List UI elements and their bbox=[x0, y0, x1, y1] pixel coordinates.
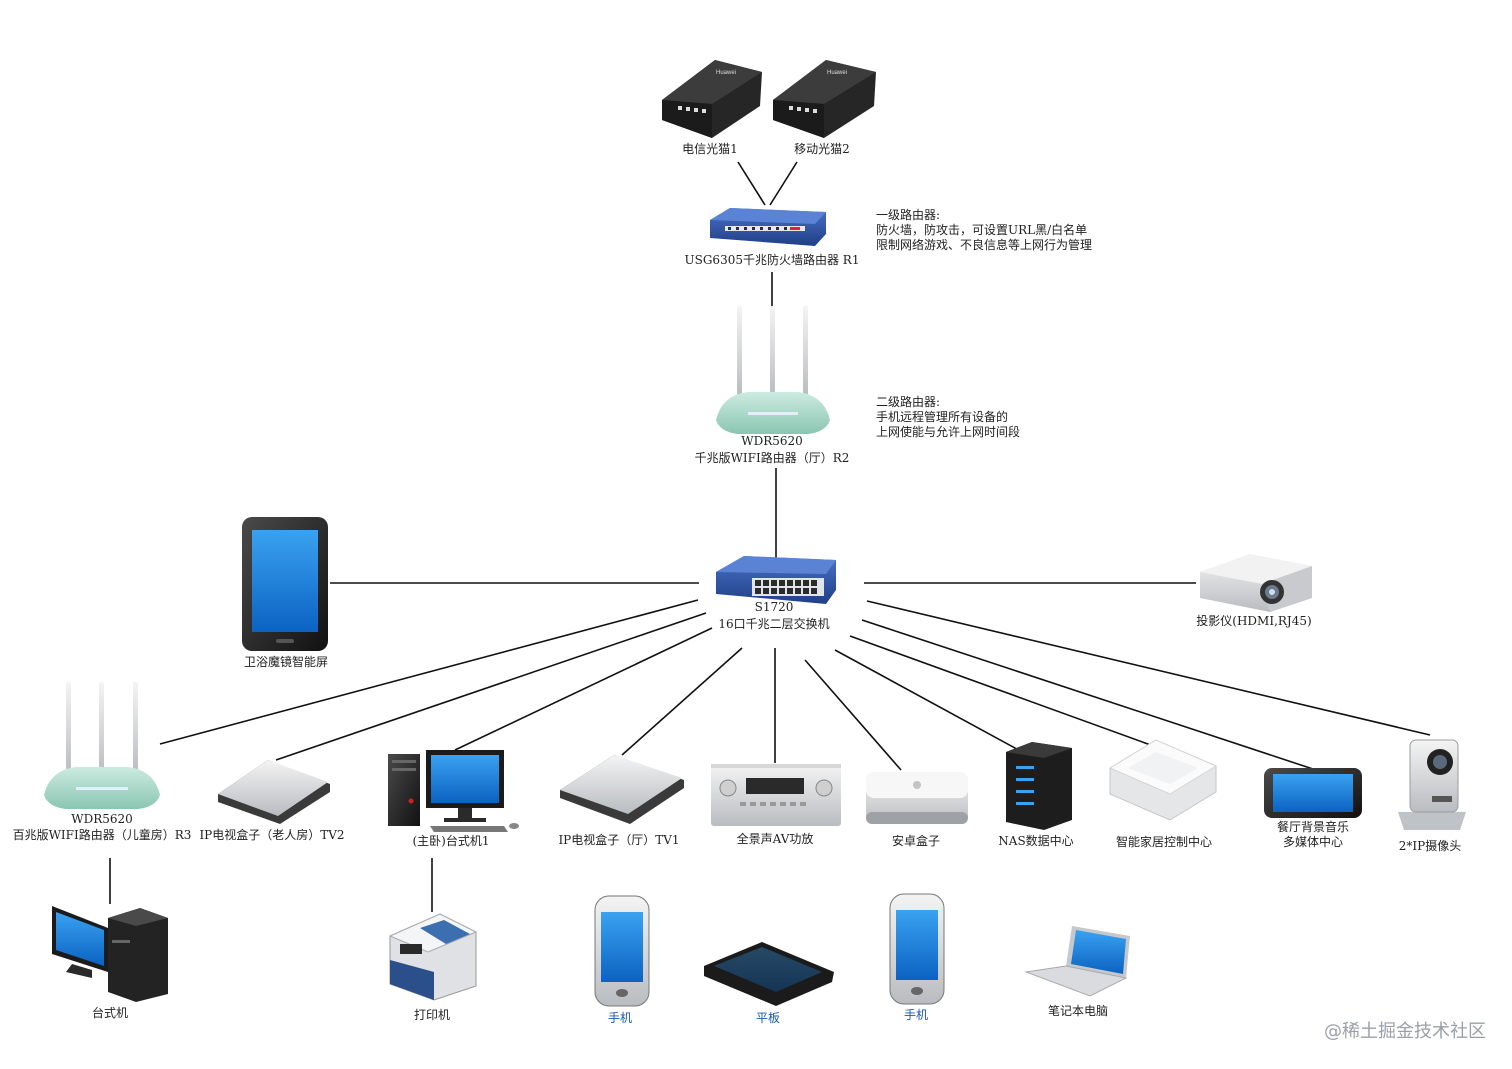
r1-note-line2: 限制网络游戏、不良信息等上网行为管理 bbox=[876, 238, 1093, 252]
svg-text:Huawei: Huawei bbox=[716, 70, 736, 76]
router-r1-label: USG6305千兆防火墙路由器 R1 bbox=[684, 253, 860, 267]
ip-camera-label: 2*IP摄像头 bbox=[1398, 839, 1462, 853]
link-switch-media bbox=[861, 619, 1317, 771]
connection-lines bbox=[109, 161, 1431, 912]
phone-2-icon[interactable] bbox=[889, 893, 945, 1005]
link-modem1-r1 bbox=[737, 161, 766, 206]
link-switch-tv2 bbox=[275, 612, 707, 761]
r2-note-line2: 上网使能与允许上网时间段 bbox=[876, 425, 1021, 439]
modem1-label: 电信光猫1 bbox=[682, 142, 738, 156]
link-switch-smarthome bbox=[849, 635, 1171, 753]
link-switch-desktop1 bbox=[454, 627, 713, 751]
r2-note-title: 二级路由器: bbox=[876, 395, 941, 409]
phone-1-icon[interactable] bbox=[594, 895, 650, 1007]
android-box-label: 安卓盒子 bbox=[891, 834, 940, 848]
projector-icon[interactable] bbox=[1200, 554, 1312, 612]
router-r2-name-label: 千兆版WIFI路由器（厅）R2 bbox=[694, 451, 850, 465]
link-switch-nas bbox=[834, 649, 1038, 761]
link-switch-androidbox bbox=[804, 659, 902, 771]
nas-label: NAS数据中心 bbox=[998, 834, 1074, 848]
link-modem2-r1 bbox=[769, 161, 798, 206]
router-r3-model-label: WDR5620 bbox=[71, 812, 133, 826]
av-amp-label: 全景声AV功放 bbox=[736, 832, 814, 846]
link-switch-camera bbox=[866, 600, 1431, 736]
phone2-label: 手机 bbox=[903, 1008, 928, 1022]
r1-note-title: 一级路由器: bbox=[876, 208, 941, 222]
laptop-icon[interactable] bbox=[1024, 926, 1130, 997]
desktop2-label: 台式机 bbox=[91, 1006, 128, 1020]
smart-home-hub-icon[interactable] bbox=[1108, 739, 1218, 821]
media-center-label-2: 多媒体中心 bbox=[1282, 835, 1343, 849]
media-center-icon[interactable] bbox=[1264, 768, 1362, 818]
link-switch-r3 bbox=[159, 599, 699, 745]
firewall-router-icon[interactable] bbox=[710, 208, 826, 246]
nas-server-icon[interactable] bbox=[1006, 742, 1072, 830]
wifi-router-r3-icon[interactable] bbox=[44, 682, 160, 809]
iptv2-label: IP电视盒子（老人房）TV2 bbox=[199, 828, 345, 842]
switch-icon[interactable] bbox=[716, 556, 836, 604]
iptv-box-2-icon[interactable] bbox=[218, 760, 330, 824]
iptv1-label: IP电视盒子（厅）TV1 bbox=[558, 833, 680, 847]
desktop-computer-2-icon[interactable] bbox=[52, 906, 168, 1002]
mirror-screen-label: 卫浴魔镜智能屏 bbox=[243, 655, 328, 669]
printer-icon[interactable] bbox=[388, 913, 478, 1001]
smart-mirror-screen-icon[interactable] bbox=[242, 517, 328, 651]
router-r3-name-label: 百兆版WIFI路由器（儿童房）R3 bbox=[12, 828, 192, 842]
switch-model-label: S1720 bbox=[754, 600, 794, 614]
modem2-label: 移动光猫2 bbox=[794, 142, 850, 156]
phone1-label: 手机 bbox=[607, 1011, 632, 1025]
desktop1-label: (主卧)台式机1 bbox=[412, 834, 490, 848]
smart-home-label: 智能家居控制中心 bbox=[1115, 835, 1212, 849]
printer-label: 打印机 bbox=[413, 1008, 450, 1022]
ip-camera-icon[interactable] bbox=[1398, 739, 1466, 830]
switch-name-label: 16口千兆二层交换机 bbox=[718, 617, 830, 631]
link-switch-tv1 bbox=[621, 647, 743, 756]
watermark: @稀土掘金技术社区 bbox=[1324, 1021, 1486, 1042]
tablet-icon[interactable] bbox=[704, 942, 834, 1006]
modem1-icon[interactable]: Huawei bbox=[662, 60, 762, 138]
android-box-icon[interactable] bbox=[866, 772, 968, 824]
laptop-label: 笔记本电脑 bbox=[1047, 1004, 1108, 1018]
r1-note-line1: 防火墙，防攻击，可设置URL黑/白名单 bbox=[876, 223, 1088, 237]
desktop-computer-1-icon[interactable] bbox=[388, 750, 519, 832]
media-center-label-1: 餐厅背景音乐 bbox=[1276, 820, 1349, 834]
tablet-label: 平板 bbox=[755, 1011, 780, 1025]
r2-note-line1: 手机远程管理所有设备的 bbox=[876, 410, 1009, 424]
projector-label: 投影仪(HDMI,RJ45) bbox=[1196, 614, 1312, 628]
svg-text:Huawei: Huawei bbox=[827, 70, 847, 76]
modem2-icon[interactable]: Huawei bbox=[773, 60, 876, 138]
wifi-router-r2-icon[interactable] bbox=[716, 306, 830, 434]
iptv-box-1-icon[interactable] bbox=[560, 755, 684, 824]
av-amplifier-icon[interactable] bbox=[711, 764, 841, 826]
router-r2-model-label: WDR5620 bbox=[741, 434, 803, 448]
